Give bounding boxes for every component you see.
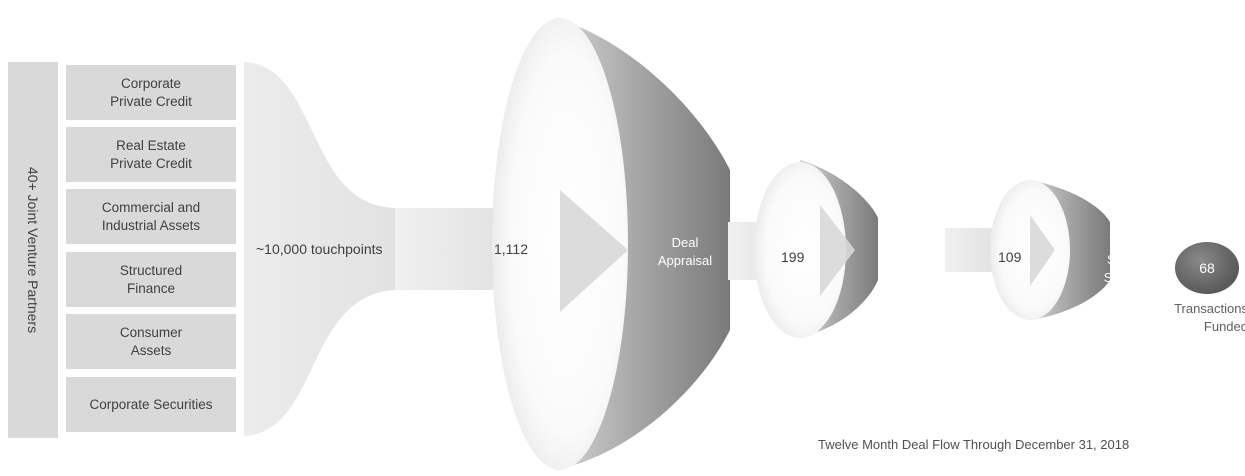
funded-circle: 68 [1175,242,1239,294]
arrow-1112-head [560,190,628,312]
source-consumer-assets: Consumer Assets [66,314,236,369]
touchpoints-label: ~10,000 touchpoints [256,241,383,257]
funded-label: Transactions Funded [1174,301,1245,334]
source-structured-finance: Structured Finance [66,252,236,307]
source-corporate-securities: Corporate Securities [66,377,236,432]
stage-label-term-sheet-signed: Term Sheet Signed [1103,234,1145,285]
footnote: Twelve Month Deal Flow Through December … [818,437,1130,452]
intake-funnel-shape [244,62,395,436]
cone-term-issued-face [754,162,846,338]
stage-count-109: 109 [998,249,1022,265]
partners-bar [8,62,58,438]
source-real-estate-private-credit: Real Estate Private Credit [66,127,236,182]
stage-label-deal-appraisal: Deal Appraisal [657,235,713,268]
stage-count-199: 199 [781,249,805,265]
partners-label: 40+ Joint Venture Partners [25,166,41,334]
stage-label-term-sheet-issued: Term Sheet Issued [890,234,930,285]
source-commercial-industrial-assets: Commercial and Industrial Assets [66,189,236,244]
stage-count-1112: 1,112 [494,241,528,257]
arrow-199-head [820,205,855,296]
arrow-109-head [1030,215,1055,286]
funded-count: 68 [1199,260,1215,276]
source-corporate-private-credit: Corporate Private Credit [66,65,236,120]
